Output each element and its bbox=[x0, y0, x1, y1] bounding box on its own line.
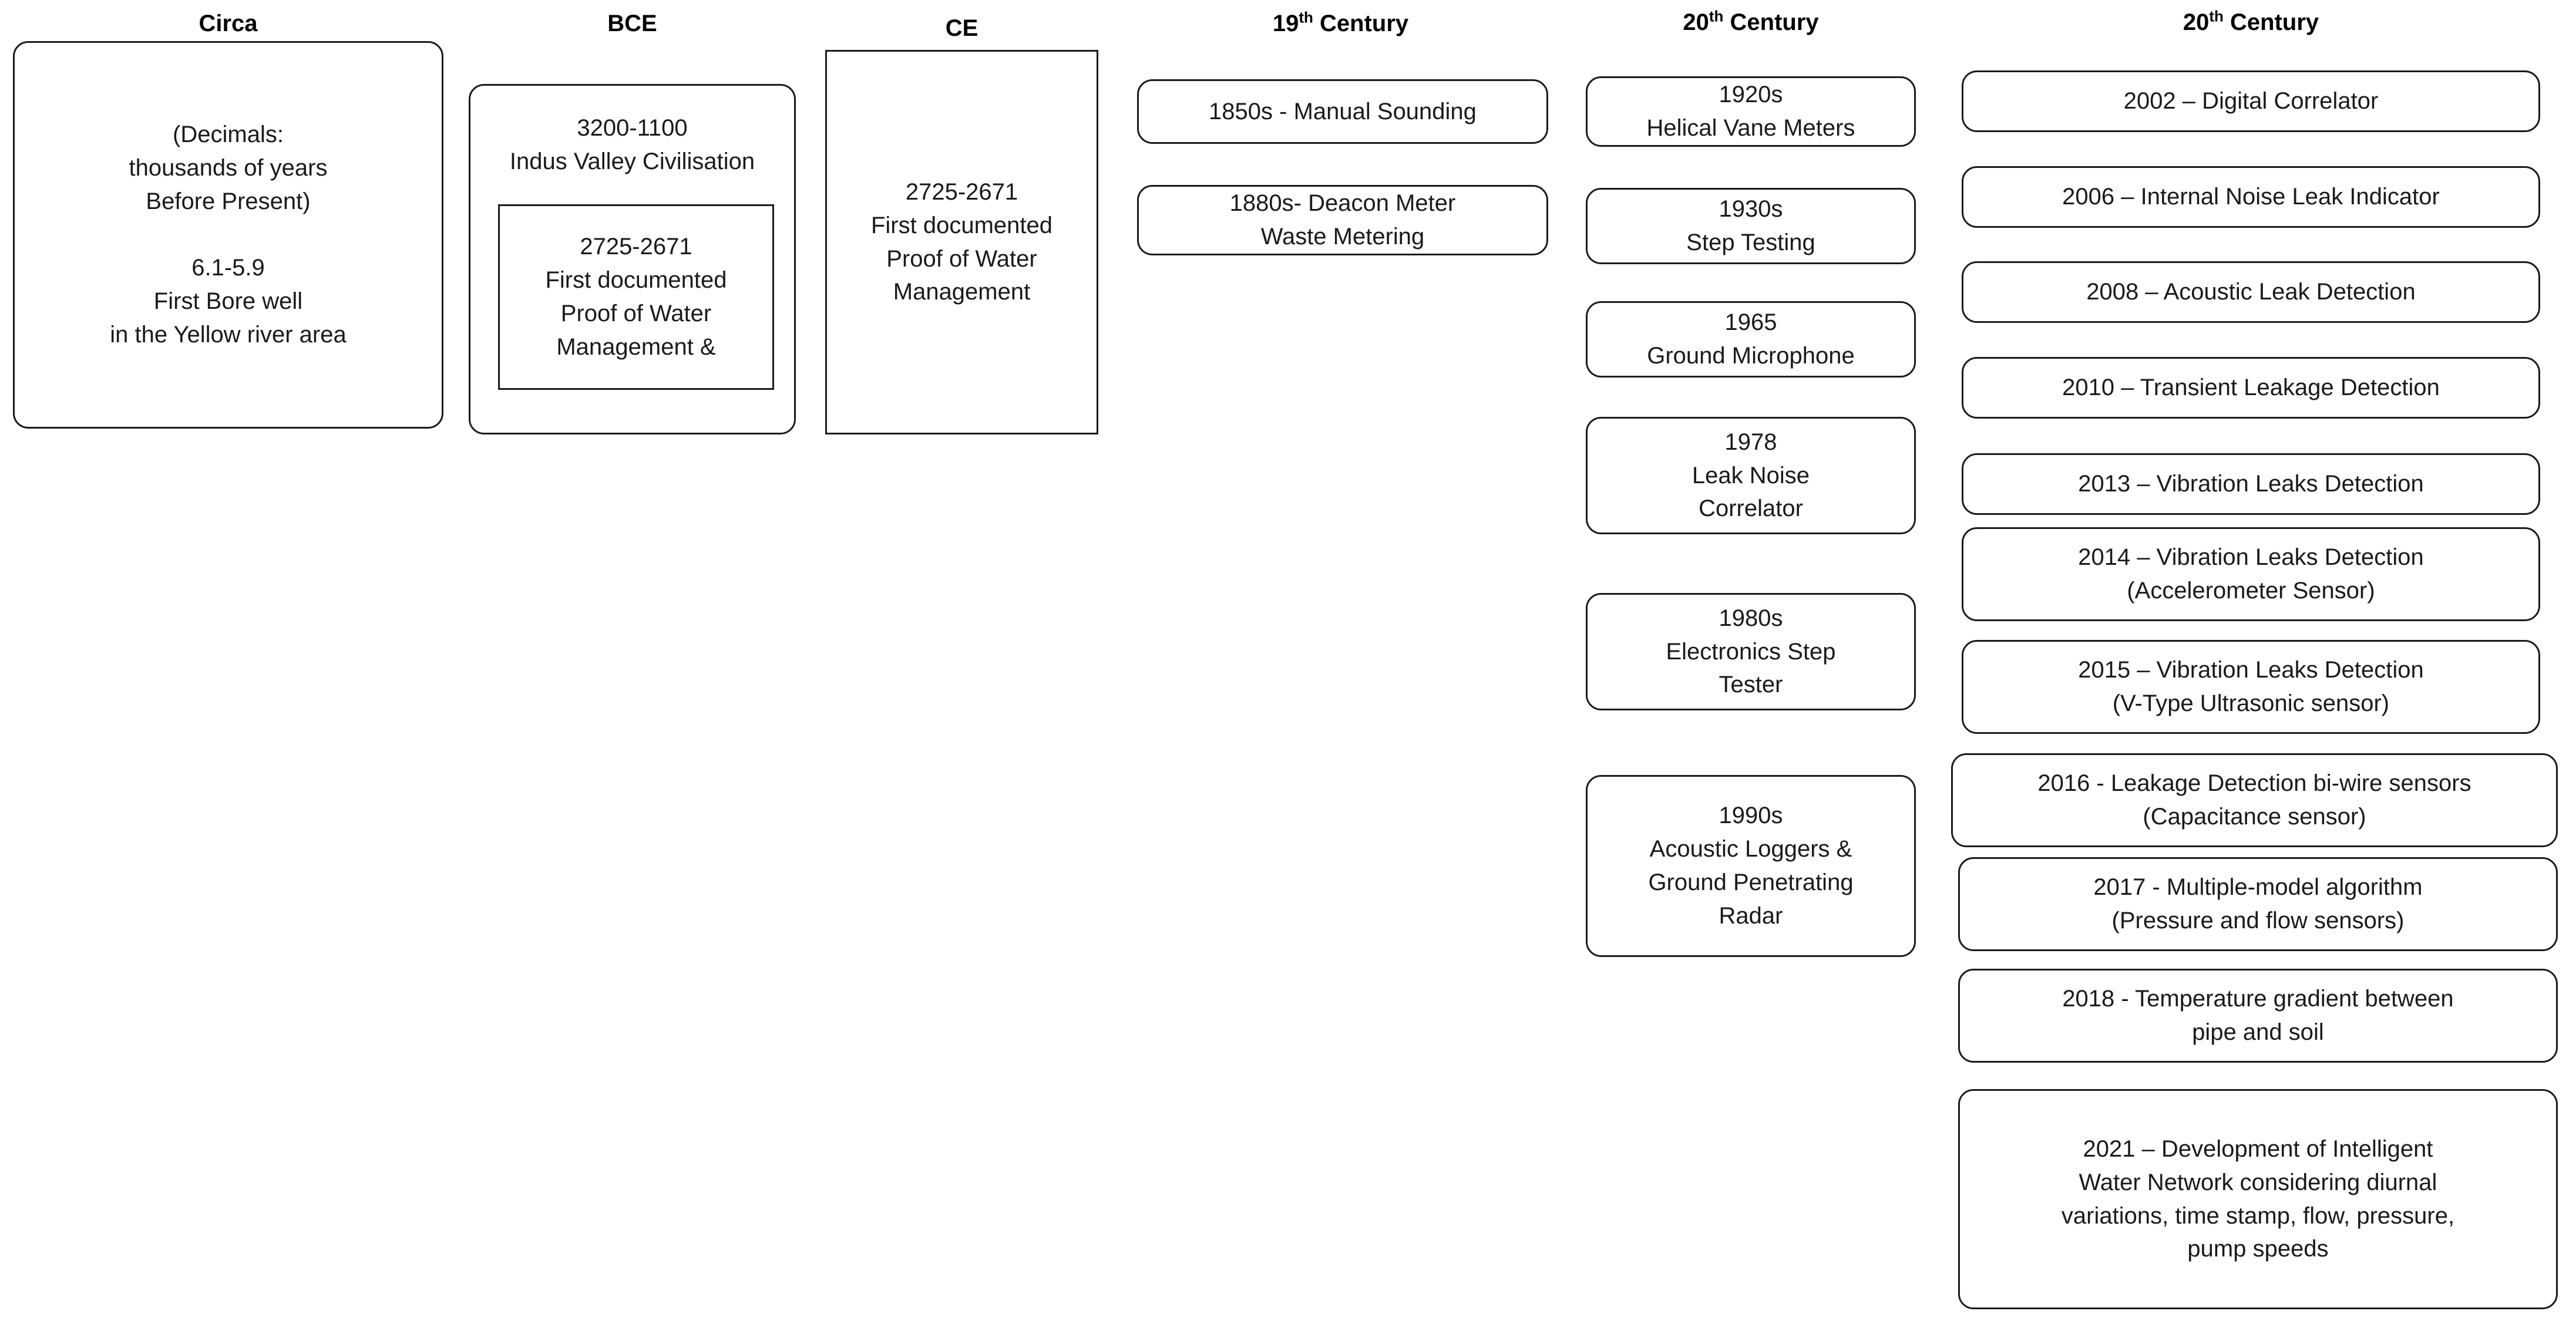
timeline-node-c19-1-text: 1850s - Manual Sounding bbox=[1209, 98, 1477, 124]
timeline-node-c20b-11-text: 2021 – Development of Intelligent Water … bbox=[2061, 1135, 2455, 1262]
column-header-ce-label: CE bbox=[945, 15, 978, 41]
column-header-20th-century-a-word: Century bbox=[1723, 9, 1819, 35]
timeline-node-c20a-5[interactable]: 1980s Electronics Step Tester bbox=[1586, 593, 1916, 710]
timeline-node-c20b-3[interactable]: 2008 – Acoustic Leak Detection bbox=[1962, 261, 2540, 323]
timeline-node-circa-1-text: (Decimals: thousands of years Before Pre… bbox=[110, 122, 347, 348]
timeline-node-c20b-4[interactable]: 2010 – Transient Leakage Detection bbox=[1962, 357, 2540, 419]
timeline-node-c20a-6[interactable]: 1990s Acoustic Loggers & Ground Penetrat… bbox=[1586, 775, 1916, 957]
timeline-node-c20b-9[interactable]: 2017 - Multiple-model algorithm (Pressur… bbox=[1958, 857, 2558, 951]
timeline-node-c20b-5-text: 2013 – Vibration Leaks Detection bbox=[2078, 471, 2424, 497]
timeline-node-c20a-3-text: 1965 Ground Microphone bbox=[1647, 309, 1855, 369]
column-header-19th-century: 19th Century bbox=[1134, 8, 1548, 36]
timeline-node-c20b-10[interactable]: 2018 - Temperature gradient between pipe… bbox=[1958, 969, 2558, 1063]
timeline-node-c20b-10-text: 2018 - Temperature gradient between pipe… bbox=[2062, 986, 2454, 1045]
column-header-circa-label: Circa bbox=[199, 11, 258, 36]
column-header-bce: BCE bbox=[469, 12, 796, 35]
timeline-node-c19-1[interactable]: 1850s - Manual Sounding bbox=[1137, 79, 1548, 144]
timeline-node-ce-1-text: 2725-2671 First documented Proof of Wate… bbox=[870, 178, 1053, 305]
column-header-bce-label: BCE bbox=[607, 11, 657, 36]
timeline-node-bce-1[interactable]: 3200-1100 Indus Valley Civilisation 2725… bbox=[469, 84, 796, 434]
column-header-20th-century-a: 20th Century bbox=[1586, 7, 1916, 35]
column-header-20th-century-b: 20th Century bbox=[1962, 7, 2540, 35]
timeline-node-c20b-8-text: 2016 - Leakage Detection bi-wire sensors… bbox=[2037, 770, 2471, 830]
timeline-node-c20b-6-text: 2014 – Vibration Leaks Detection (Accele… bbox=[2078, 544, 2424, 604]
column-header-20th-century-a-number: 20 bbox=[1683, 9, 1709, 35]
timeline-node-c20a-6-text: 1990s Acoustic Loggers & Ground Penetrat… bbox=[1648, 803, 1854, 929]
column-header-ce: CE bbox=[825, 16, 1098, 40]
timeline-node-circa-1[interactable]: (Decimals: thousands of years Before Pre… bbox=[13, 41, 443, 429]
timeline-node-ce-1[interactable]: 2725-2671 First documented Proof of Wate… bbox=[825, 50, 1098, 434]
timeline-node-c19-2-text: 1880s- Deacon Meter Waste Metering bbox=[1229, 190, 1456, 250]
timeline-node-c20a-4-text: 1978 Leak Noise Correlator bbox=[1691, 429, 1810, 522]
timeline-node-bce-1-text: 3200-1100 Indus Valley Civilisation bbox=[509, 115, 755, 174]
column-header-19th-century-number: 19 bbox=[1272, 11, 1299, 36]
column-header-20th-century-a-ordinal: th bbox=[1709, 7, 1724, 25]
timeline-node-c20a-5-text: 1980s Electronics Step Tester bbox=[1666, 605, 1836, 698]
timeline-node-c20b-2-text: 2006 – Internal Noise Leak Indicator bbox=[2062, 184, 2440, 210]
column-header-19th-century-word: Century bbox=[1313, 11, 1409, 36]
timeline-node-c20a-1[interactable]: 1920s Helical Vane Meters bbox=[1586, 76, 1916, 147]
timeline-node-c20b-3-text: 2008 – Acoustic Leak Detection bbox=[2086, 279, 2416, 305]
timeline-node-c20b-11[interactable]: 2021 – Development of Intelligent Water … bbox=[1958, 1089, 2558, 1309]
column-header-20th-century-b-number: 20 bbox=[2182, 9, 2210, 35]
timeline-node-bce-1-inner[interactable]: 2725-2671 First documented Proof of Wate… bbox=[498, 204, 774, 390]
timeline-node-c20b-9-text: 2017 - Multiple-model algorithm (Pressur… bbox=[2093, 874, 2423, 934]
column-header-circa: Circa bbox=[13, 12, 443, 35]
timeline-node-c20b-1-text: 2002 – Digital Correlator bbox=[2123, 88, 2379, 114]
timeline-node-c20b-4-text: 2010 – Transient Leakage Detection bbox=[2062, 375, 2440, 401]
timeline-node-c20a-3[interactable]: 1965 Ground Microphone bbox=[1586, 301, 1916, 378]
column-header-19th-century-ordinal: th bbox=[1299, 8, 1313, 26]
timeline-node-c20b-8[interactable]: 2016 - Leakage Detection bi-wire sensors… bbox=[1951, 753, 2558, 847]
column-header-20th-century-b-ordinal: th bbox=[2209, 7, 2224, 25]
timeline-node-c20b-7[interactable]: 2015 – Vibration Leaks Detection (V-Type… bbox=[1962, 640, 2540, 734]
timeline-node-c20a-2-text: 1930s Step Testing bbox=[1686, 196, 1815, 255]
timeline-node-c20b-1[interactable]: 2002 – Digital Correlator bbox=[1962, 70, 2540, 132]
timeline-node-c20b-2[interactable]: 2006 – Internal Noise Leak Indicator bbox=[1962, 166, 2540, 228]
timeline-node-c19-2[interactable]: 1880s- Deacon Meter Waste Metering bbox=[1137, 185, 1548, 255]
timeline-node-c20a-2[interactable]: 1930s Step Testing bbox=[1586, 188, 1916, 264]
timeline-node-c20b-6[interactable]: 2014 – Vibration Leaks Detection (Accele… bbox=[1962, 527, 2540, 621]
timeline-node-bce-1-inner-text: 2725-2671 First documented Proof of Wate… bbox=[545, 234, 727, 360]
timeline-node-c20a-4[interactable]: 1978 Leak Noise Correlator bbox=[1586, 417, 1916, 534]
column-header-20th-century-b-word: Century bbox=[2223, 9, 2319, 35]
timeline-node-c20b-7-text: 2015 – Vibration Leaks Detection (V-Type… bbox=[2078, 657, 2424, 716]
timeline-node-c20a-1-text: 1920s Helical Vane Meters bbox=[1646, 82, 1855, 141]
timeline-node-c20b-5[interactable]: 2013 – Vibration Leaks Detection bbox=[1962, 453, 2540, 515]
